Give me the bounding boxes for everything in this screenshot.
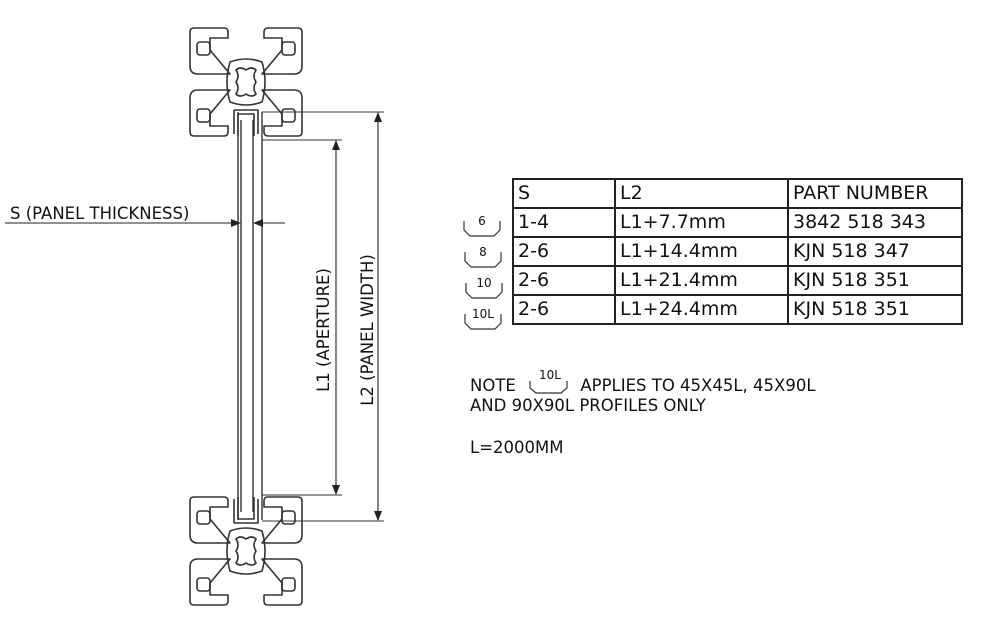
- table-header-row: S L2 PART NUMBER: [512, 178, 963, 209]
- cell-s: 2-6: [512, 236, 616, 267]
- panel-width-label: L2 (PANEL WIDTH): [358, 254, 377, 406]
- cell-l2: L1+7.7mm: [614, 207, 789, 238]
- slot-label: 10L: [472, 307, 494, 321]
- header-part-number: PART NUMBER: [787, 178, 963, 209]
- top-profile: [189, 27, 303, 137]
- note-prefix: NOTE: [470, 376, 516, 395]
- cell-l2: L1+24.4mm: [614, 294, 789, 325]
- slot-8-icon: [464, 252, 502, 268]
- cell-l2: L1+14.4mm: [614, 236, 789, 267]
- slot-label: 6: [478, 214, 486, 228]
- cell-s: 2-6: [512, 265, 616, 296]
- cell-s: 1-4: [512, 207, 616, 238]
- cell-part: 3842 518 343: [787, 207, 963, 238]
- cell-part: KJN 518 351: [787, 294, 963, 325]
- cell-part: KJN 518 347: [787, 236, 963, 267]
- header-s: S: [512, 178, 616, 209]
- length-note: L=2000MM: [470, 438, 564, 457]
- header-l2: L2: [614, 178, 789, 209]
- note-text-1: APPLIES TO 45X45L, 45X90L: [580, 376, 816, 395]
- aperture-label: L1 (APERTURE): [314, 268, 333, 392]
- bottom-profile: [189, 496, 303, 606]
- slot-10-icon: [465, 283, 503, 299]
- cell-s: 2-6: [512, 294, 616, 325]
- note-text-2: AND 90X90L PROFILES ONLY: [470, 396, 706, 415]
- slot-6-icon: [463, 221, 501, 237]
- note-slot-label: 10L: [539, 368, 561, 382]
- note-slot-10l-icon: [529, 381, 568, 394]
- note-line-1: NOTE APPLIES TO 45X45L, 45X90L: [470, 376, 816, 396]
- panel: [237, 112, 263, 520]
- cell-l2: L1+21.4mm: [614, 265, 789, 296]
- panel-thickness-label: S (PANEL THICKNESS): [10, 204, 189, 223]
- slot-label: 8: [479, 245, 487, 259]
- slot-label: 10: [476, 276, 491, 290]
- cell-part: KJN 518 351: [787, 265, 963, 296]
- slot-10l-icon: [464, 314, 502, 330]
